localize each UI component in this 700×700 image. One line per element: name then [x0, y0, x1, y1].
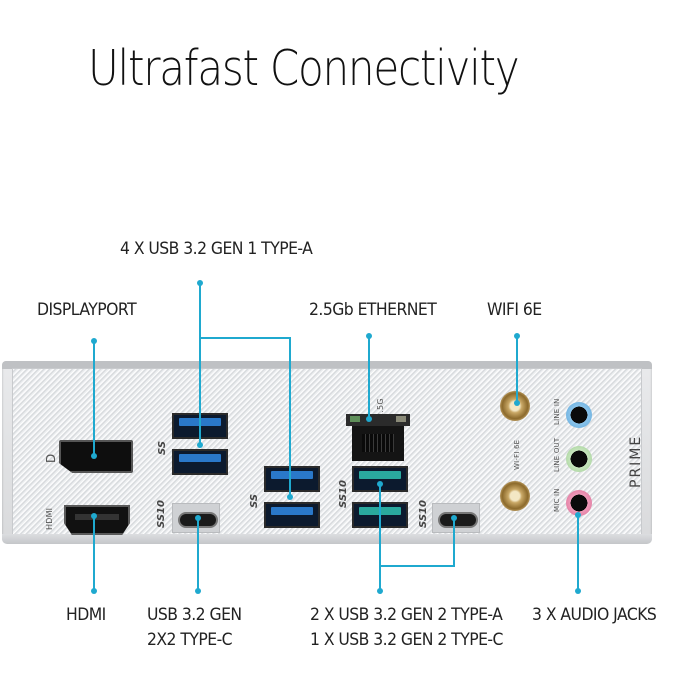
label-ethernet: 2.5Gb ETHERNET: [309, 300, 437, 320]
superspeed-logo-icon: SS: [249, 493, 260, 508]
wifi-print: WI-FI 6E: [513, 439, 521, 470]
line-out-print: LINE OUT: [553, 437, 561, 472]
usb-a-gen1-port: [172, 449, 228, 475]
superspeed-logo-icon: SS: [157, 440, 168, 455]
superspeed-20-logo-icon: SS10: [156, 500, 167, 528]
label-wifi: WIFI 6E: [487, 300, 542, 320]
callout-line-usb-c-gen2: [453, 518, 455, 567]
callout-dot-wifi-end: [514, 400, 520, 406]
callout-line-wifi: [516, 336, 518, 404]
callout-line-usb-gen1: [199, 283, 201, 446]
label-hdmi: HDMI: [66, 605, 106, 625]
callout-dot-hdmi: [91, 588, 97, 594]
callout-dot-usb-gen2: [377, 588, 383, 594]
wifi-antenna-connector: [500, 391, 530, 421]
label-audio: 3 X AUDIO JACKS: [532, 605, 657, 625]
callout-line-usb-gen2: [379, 484, 381, 591]
page-title: Ultrafast Connectivity: [88, 40, 520, 97]
usb-a-gen1-port: [264, 502, 320, 528]
callout-line-hdmi: [93, 516, 95, 591]
hdmi-print: HDMI: [45, 507, 54, 530]
superspeed-10-logo-icon: SS10: [338, 480, 349, 508]
label-usb-gen2-line2: 1 X USB 3.2 GEN 2 TYPE-C: [310, 630, 503, 650]
callout-dot-usb-gen2x2: [195, 588, 201, 594]
callout-line-displayport: [93, 341, 95, 456]
callout-dot-displayport-end: [91, 453, 97, 459]
mic-in-print: MIC IN: [553, 488, 561, 512]
callout-line-usb-gen2-branch: [379, 565, 455, 567]
callout-line-ethernet: [368, 336, 370, 421]
callout-dot-audio: [575, 588, 581, 594]
label-displayport: DISPLAYPORT: [37, 300, 137, 320]
callout-dot-usb-c-gen2-start: [451, 515, 457, 521]
io-shield-bottom: [2, 534, 652, 544]
displayport-logo-icon: D: [44, 453, 58, 463]
callout-dot-ethernet-end: [366, 416, 372, 422]
label-usb-gen1: 4 X USB 3.2 GEN 1 TYPE-A: [120, 239, 313, 259]
callout-line-usb-gen2x2: [197, 518, 199, 591]
label-usb-gen2x2-line2: 2X2 TYPE-C: [147, 630, 233, 650]
line-in-print: LINE IN: [553, 398, 561, 425]
callout-line-usb-gen1-branch: [199, 337, 290, 339]
io-shield-rim: [2, 361, 652, 369]
hdmi-port: [64, 505, 130, 535]
callout-line-usb-gen1-stack2: [289, 337, 291, 497]
prime-brand-logo: PRIME: [628, 434, 644, 488]
line-in-jack: [566, 402, 592, 428]
ethernet-port: [346, 414, 410, 461]
callout-line-audio: [577, 515, 579, 591]
line-out-jack: [566, 446, 592, 472]
label-usb-gen2-line1: 2 X USB 3.2 GEN 2 TYPE-A: [310, 605, 503, 625]
label-usb-gen2x2-line1: USB 3.2 GEN: [147, 605, 242, 625]
superspeed-10-logo-icon: SS10: [418, 500, 429, 528]
callout-dot-usb-gen1-end: [197, 442, 203, 448]
callout-dot-usb-gen1-end: [287, 494, 293, 500]
wifi-antenna-connector: [500, 481, 530, 511]
usb-c-gen2-port: [438, 512, 478, 528]
mic-in-jack: [566, 490, 592, 516]
usb-a-gen1-port: [264, 466, 320, 492]
